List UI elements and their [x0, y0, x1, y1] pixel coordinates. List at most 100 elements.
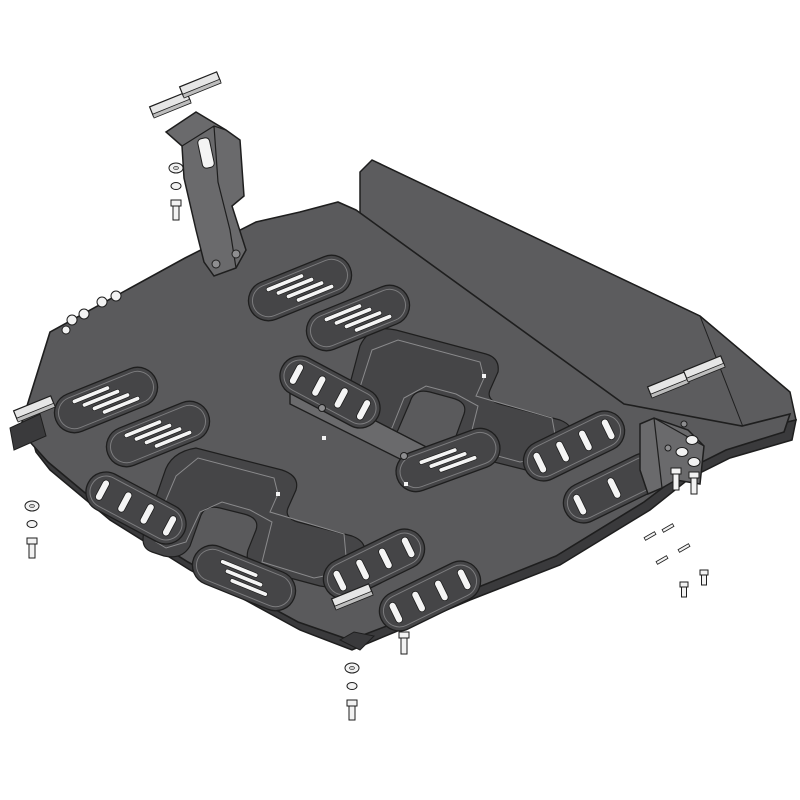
rivet-pin-icon [661, 523, 675, 533]
small-pins [643, 523, 709, 598]
lock-washer-icon [346, 682, 358, 690]
bolt-stack-icon [688, 471, 700, 495]
vent-recess [105, 400, 211, 468]
vent-slot [154, 430, 193, 449]
vent-recess [522, 410, 626, 482]
vent-slot [355, 558, 370, 581]
vent-slot [555, 440, 570, 463]
rivet-pin-icon [677, 543, 691, 553]
bolt-hole-icon [231, 249, 241, 259]
vent-slot [91, 392, 131, 411]
washer-hole [173, 166, 179, 170]
clip-edge [686, 362, 726, 383]
bolt-head-icon [679, 581, 689, 588]
vent-recess [53, 366, 159, 434]
vent-recess-rim [526, 414, 622, 478]
bolt-hole-icon [664, 444, 672, 452]
small-hole-icon [276, 492, 280, 496]
vent-slot [229, 578, 268, 597]
lock-washer-icon [170, 182, 182, 190]
clip-nut-icon [12, 395, 56, 423]
clip-edge [152, 98, 192, 119]
vent-slot [162, 515, 177, 537]
vent-recess-rim [89, 475, 183, 541]
bolt-hole-icon [680, 420, 688, 428]
vent-recess [85, 471, 187, 545]
vent-group-vent-bm [191, 544, 297, 612]
vent-group-vent-b2 [378, 560, 482, 632]
vent-group-vent-tm [305, 284, 411, 352]
vent-recess-rim [399, 431, 497, 489]
bolt-stack-icon [398, 631, 410, 655]
vent-slot [323, 303, 362, 322]
bolt-stack-icon [670, 467, 682, 491]
bolt-icon [699, 569, 709, 586]
vent-slot [117, 491, 133, 513]
bolt-hole-icon [211, 259, 221, 269]
vent-slot [332, 570, 348, 592]
bolt-shank-icon [400, 635, 408, 655]
bolt-shank-icon [672, 471, 680, 491]
tall-bracket-icon [164, 111, 247, 277]
pin-body [643, 531, 657, 541]
small-hole-icon [482, 374, 486, 378]
bolt-head-icon [688, 471, 700, 479]
clip-nut-icon [330, 583, 374, 611]
pin-body [661, 523, 675, 533]
lock-washer-icon [26, 520, 38, 528]
vent-recess-rim [57, 370, 155, 430]
vent-slot [224, 568, 264, 588]
vent-recess-rim [251, 258, 349, 318]
bolt-head-icon [398, 631, 410, 639]
vent-slot [285, 280, 325, 299]
vent-recess-rim [326, 532, 422, 596]
flat-washer-icon [675, 447, 689, 457]
vent-group-vent-l1 [53, 366, 159, 434]
bolt-head-icon [170, 199, 182, 207]
vent-recess [322, 528, 426, 600]
bolt-shank-icon [690, 475, 698, 495]
bolt-icon [679, 581, 689, 598]
vent-slot [296, 284, 335, 303]
vent-slot [434, 579, 449, 602]
vent-group-vent-bl [85, 471, 187, 545]
clip-nut-icon [682, 355, 726, 383]
bolt-stacks [24, 162, 701, 721]
vent-slot [139, 503, 155, 525]
vent-slot [102, 396, 141, 415]
vent-groups [53, 254, 666, 632]
bolt-hole-icon [318, 404, 326, 412]
bolt-head-icon [26, 537, 38, 545]
vent-recess-rim [382, 564, 478, 628]
bolt-stack-icon [168, 162, 184, 221]
vent-slot [411, 590, 426, 613]
bolt-stack-icon [24, 500, 40, 559]
vent-slot [275, 277, 315, 296]
small-hole-icon [404, 482, 408, 486]
vent-slot [578, 429, 593, 452]
vent-slot [123, 419, 162, 438]
skid-plate-icon [9, 201, 797, 651]
vent-recess-rim [109, 404, 207, 464]
bolt-shank-icon [681, 586, 687, 598]
bolt-stack-icon [344, 662, 360, 721]
vent-slot [354, 314, 393, 333]
vent-slot [428, 451, 468, 469]
vent-recess [305, 284, 411, 352]
mounting-holes [211, 249, 688, 496]
vent-slot [71, 385, 110, 404]
flat-washer-icon [685, 435, 699, 445]
vent-slot [600, 418, 616, 440]
rivet-pin-icon [643, 531, 657, 541]
clip-edge [182, 78, 222, 99]
vent-slot [143, 426, 183, 445]
vent-slot [400, 536, 416, 558]
vent-slot [438, 455, 478, 473]
bolt-head-icon [346, 699, 358, 707]
vent-recess-rim [309, 288, 407, 348]
vent-slot [572, 494, 588, 516]
vent-slot [81, 389, 121, 408]
bolt-head-icon [670, 467, 682, 475]
